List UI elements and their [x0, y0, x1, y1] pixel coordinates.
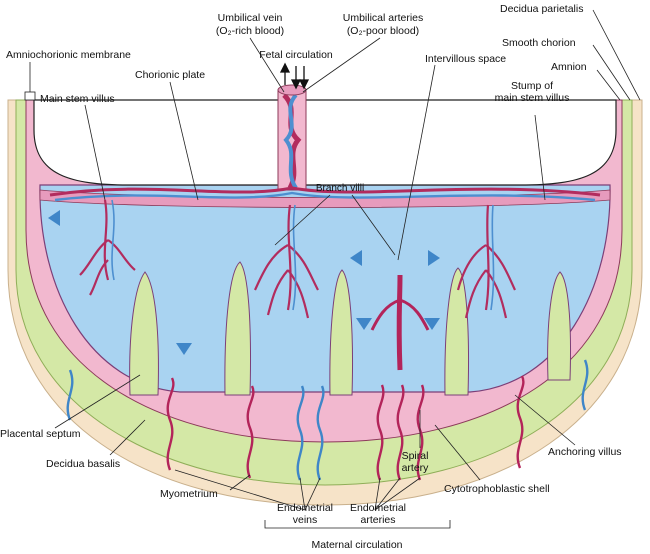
label-maternal-circulation: Maternal circulation — [311, 539, 402, 551]
label-spiral-artery-2: artery — [402, 462, 430, 474]
label-endometrial-veins-1: Endometrial — [277, 502, 333, 514]
label-chorionic-plate: Chorionic plate — [135, 69, 205, 81]
label-cytotrophoblastic-shell: Cytotrophoblastic shell — [444, 483, 550, 495]
label-stump-line1: Stump of — [511, 80, 553, 92]
label-intervillous-space: Intervillous space — [425, 53, 506, 65]
amniotic-cavity — [33, 99, 617, 186]
label-placental-septum: Placental septum — [0, 428, 81, 440]
label-fetal-circulation: Fetal circulation — [259, 49, 333, 61]
label-smooth-chorion: Smooth chorion — [502, 37, 576, 49]
umbilical-cord — [277, 84, 307, 191]
label-decidua-basalis: Decidua basalis — [46, 458, 120, 470]
label-stump-line2: main stem villus — [495, 92, 570, 104]
label-endometrial-veins-2: veins — [293, 514, 318, 526]
villous-tree-center-left — [254, 204, 319, 319]
label-main-stem-villus: Main stem villus — [40, 93, 115, 105]
label-branch-villi: Branch villi — [316, 183, 364, 194]
label-umbilical-arteries-sub: (O₂-poor blood) — [347, 25, 419, 37]
label-umbilical-vein-sub: (O₂-rich blood) — [216, 25, 284, 37]
villous-tree-left — [79, 199, 136, 296]
intervillous-space-region — [39, 184, 611, 393]
label-decidua-parietalis: Decidua parietalis — [500, 3, 583, 15]
label-endometrial-arteries-1: Endometrial — [350, 502, 406, 514]
maternal-veins — [66, 359, 589, 481]
label-amniochorionic-membrane: Amniochorionic membrane — [6, 49, 131, 61]
label-anchoring-villus: Anchoring villus — [548, 446, 622, 458]
label-umbilical-arteries: Umbilical arteries — [343, 12, 424, 24]
villous-tree-center — [370, 274, 430, 371]
label-umbilical-vein: Umbilical vein — [218, 12, 283, 24]
leader-lines — [24, 9, 641, 529]
placental-septa — [129, 261, 572, 396]
label-amnion: Amnion — [551, 61, 587, 73]
villous-tree-right — [456, 204, 516, 319]
maternal-spiral-arteries — [166, 375, 525, 481]
fetal-vessels — [49, 186, 601, 202]
fetal-circulation-arrows — [279, 62, 310, 90]
flow-arrows — [48, 210, 440, 355]
label-myometrium: Myometrium — [160, 488, 218, 500]
label-spiral-artery-1: Spiral — [402, 450, 429, 462]
label-endometrial-arteries-2: arteries — [360, 514, 395, 526]
